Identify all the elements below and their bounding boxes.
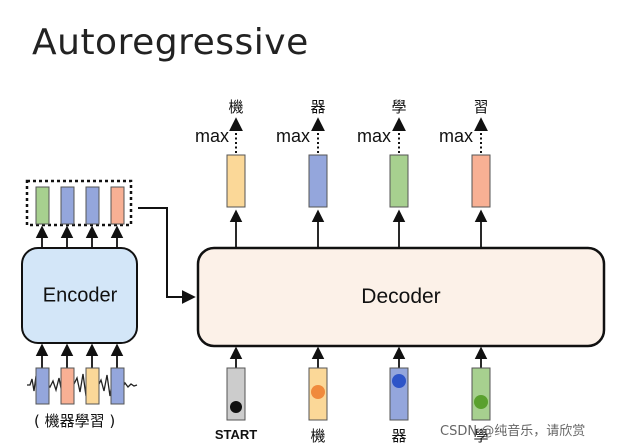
- encoder-to-decoder-arrow: [138, 207, 196, 304]
- encoder-label: Encoder: [42, 284, 118, 307]
- encoder-input-vector: [60, 367, 75, 405]
- output-token: 機: [228, 98, 244, 116]
- encoder-output-box: [25, 179, 133, 227]
- encoder-input-vector: [85, 367, 100, 405]
- encoder-output-vector: [35, 186, 50, 225]
- encoder-input-vector: [110, 367, 125, 405]
- decoder-output-vector: [226, 154, 246, 208]
- decoder-output-vector: [389, 154, 409, 208]
- max-label: max: [438, 126, 473, 146]
- decoder-block: [196, 246, 606, 348]
- watermark: CSDN @纯音乐，请欣赏: [440, 424, 586, 439]
- encoder-output-vector: [85, 186, 100, 225]
- decoder-output-vector: [471, 154, 491, 208]
- token-dot: [392, 374, 406, 388]
- decoder-label: Decoder: [361, 285, 441, 308]
- token-dot: [311, 385, 325, 399]
- output-token: 器: [310, 98, 326, 116]
- max-label: max: [356, 126, 391, 146]
- output-token: 學: [391, 98, 407, 116]
- max-label: max: [194, 126, 229, 146]
- decoder-input-vector: [471, 367, 491, 421]
- encoder-block: [21, 247, 138, 344]
- decoder-input-label: 學: [473, 427, 489, 445]
- start-token-dot: [230, 401, 242, 413]
- output-token: 習: [473, 98, 489, 116]
- page-title: Autoregressive: [32, 22, 309, 63]
- encoder-input-vector: [35, 367, 50, 405]
- decoder-input-label: 機: [310, 427, 326, 445]
- encoder-input-caption: ( 機器學習 ): [34, 412, 116, 430]
- encoder-output-vector: [110, 186, 125, 225]
- encoder-output-vector: [60, 186, 75, 225]
- token-dot: [474, 395, 488, 409]
- decoder-input-label: 器: [391, 427, 407, 445]
- max-label: max: [275, 126, 310, 146]
- decoder-input-label: START: [214, 427, 258, 442]
- decoder-output-vector: [308, 154, 328, 208]
